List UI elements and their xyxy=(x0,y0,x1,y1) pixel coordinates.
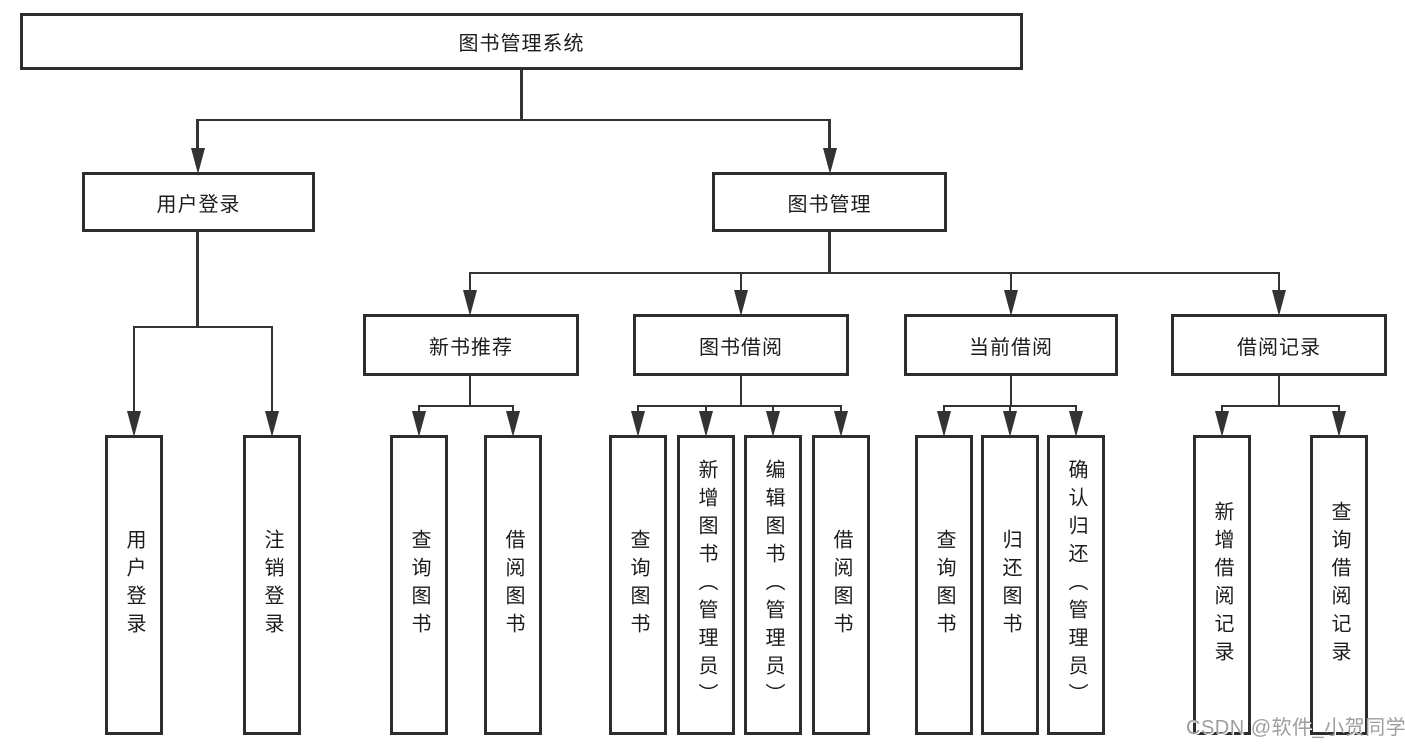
arrow-head-icon xyxy=(1272,290,1286,316)
connector-line xyxy=(1008,406,1012,414)
node-label: 归还图书 xyxy=(999,529,1021,641)
arrow-head-icon xyxy=(631,411,645,437)
arrow-head-icon xyxy=(822,148,837,174)
connector-line xyxy=(1277,273,1281,292)
connector-line xyxy=(1009,273,1013,292)
connector-line xyxy=(511,406,515,414)
arrow-head-icon xyxy=(1215,411,1229,437)
connector-line xyxy=(771,406,775,414)
node-label: 借阅记录 xyxy=(1237,336,1321,359)
connector-line xyxy=(270,327,274,414)
leaf-bb-query-books: 查询图书 xyxy=(609,435,667,735)
arrow-head-icon xyxy=(734,290,748,316)
arrow-head-icon xyxy=(463,290,477,316)
leaf-bb-borrow-books: 借阅图书 xyxy=(812,435,870,735)
connector-line xyxy=(839,406,843,414)
node-current-borrow: 当前借阅 xyxy=(904,314,1118,376)
node-label: 当前借阅 xyxy=(969,336,1053,359)
node-borrow-record: 借阅记录 xyxy=(1171,314,1387,376)
connector-line xyxy=(1220,404,1341,408)
connector-line xyxy=(196,232,199,327)
leaf-user-login: 用户登录 xyxy=(105,435,163,735)
node-label: 用户登录 xyxy=(123,529,145,641)
connector-line xyxy=(196,118,831,122)
node-library-system: 图书管理系统 xyxy=(20,13,1023,70)
leaf-logout: 注销登录 xyxy=(243,435,301,735)
leaf-nb-borrow-books: 借阅图书 xyxy=(484,435,542,735)
node-label: 新增借阅记录 xyxy=(1211,501,1233,669)
node-label: 借阅图书 xyxy=(830,529,852,641)
arrow-head-icon xyxy=(699,411,713,437)
connector-line xyxy=(468,273,472,292)
arrow-head-icon xyxy=(1332,411,1346,437)
connector-line xyxy=(739,376,743,406)
connector-line xyxy=(520,70,523,120)
arrow-head-icon xyxy=(265,411,279,437)
node-label: 确认归还（管理员） xyxy=(1065,459,1087,711)
node-label: 图书借阅 xyxy=(699,336,783,359)
connector-line xyxy=(1337,406,1341,414)
arrow-head-icon xyxy=(1003,411,1017,437)
connector-line xyxy=(1074,406,1078,414)
node-label: 新增图书（管理员） xyxy=(695,459,717,711)
node-label: 图书管理 xyxy=(787,193,872,216)
connector-line xyxy=(942,406,946,414)
leaf-bb-edit-books-admin: 编辑图书（管理员） xyxy=(744,435,802,735)
connector-line xyxy=(1277,376,1281,406)
connector-line xyxy=(417,404,515,408)
node-label: 新书推荐 xyxy=(429,336,513,359)
node-book-management: 图书管理 xyxy=(712,172,947,232)
leaf-cb-query-books: 查询图书 xyxy=(915,435,973,735)
connector-line xyxy=(828,232,831,273)
leaf-br-add-record: 新增借阅记录 xyxy=(1193,435,1251,735)
connector-line xyxy=(636,404,843,408)
leaf-bb-add-books-admin: 新增图书（管理员） xyxy=(677,435,735,735)
node-book-borrow: 图书借阅 xyxy=(633,314,849,376)
connector-line xyxy=(417,406,421,414)
node-label: 查询图书 xyxy=(933,529,955,641)
connector-line xyxy=(942,404,1078,408)
node-new-book-recommend: 新书推荐 xyxy=(363,314,579,376)
connector-line xyxy=(739,273,743,292)
node-label: 查询图书 xyxy=(408,529,430,641)
connector-line xyxy=(1009,376,1013,406)
arrow-head-icon xyxy=(834,411,848,437)
connector-line xyxy=(132,325,274,329)
leaf-nb-query-books: 查询图书 xyxy=(390,435,448,735)
arrow-head-icon xyxy=(1069,411,1083,437)
connector-line xyxy=(468,376,472,406)
leaf-br-query-record: 查询借阅记录 xyxy=(1310,435,1368,735)
connector-line xyxy=(468,271,1281,275)
connector-line xyxy=(704,406,708,414)
arrow-head-icon xyxy=(127,411,141,437)
connector-line xyxy=(636,406,640,414)
arrow-head-icon xyxy=(190,148,205,174)
arrow-head-icon xyxy=(412,411,426,437)
csdn-watermark: CSDN @软件_小贺同学 xyxy=(1186,717,1405,739)
node-label: 图书管理系统 xyxy=(458,33,585,55)
node-label: 注销登录 xyxy=(261,529,283,641)
connector-line xyxy=(828,120,831,150)
node-label: 用户登录 xyxy=(156,193,241,216)
arrow-head-icon xyxy=(937,411,951,437)
leaf-cb-confirm-return-admin: 确认归还（管理员） xyxy=(1047,435,1105,735)
node-label: 编辑图书（管理员） xyxy=(762,459,784,711)
leaf-cb-return-books: 归还图书 xyxy=(981,435,1039,735)
node-user-login: 用户登录 xyxy=(82,172,315,232)
connector-line xyxy=(132,327,136,414)
node-label: 借阅图书 xyxy=(502,529,524,641)
node-label: 查询图书 xyxy=(627,529,649,641)
arrow-head-icon xyxy=(766,411,780,437)
connector-line xyxy=(1220,406,1224,414)
node-label: 查询借阅记录 xyxy=(1328,501,1350,669)
arrow-head-icon xyxy=(1004,290,1018,316)
connector-line xyxy=(196,120,199,150)
arrow-head-icon xyxy=(506,411,520,437)
